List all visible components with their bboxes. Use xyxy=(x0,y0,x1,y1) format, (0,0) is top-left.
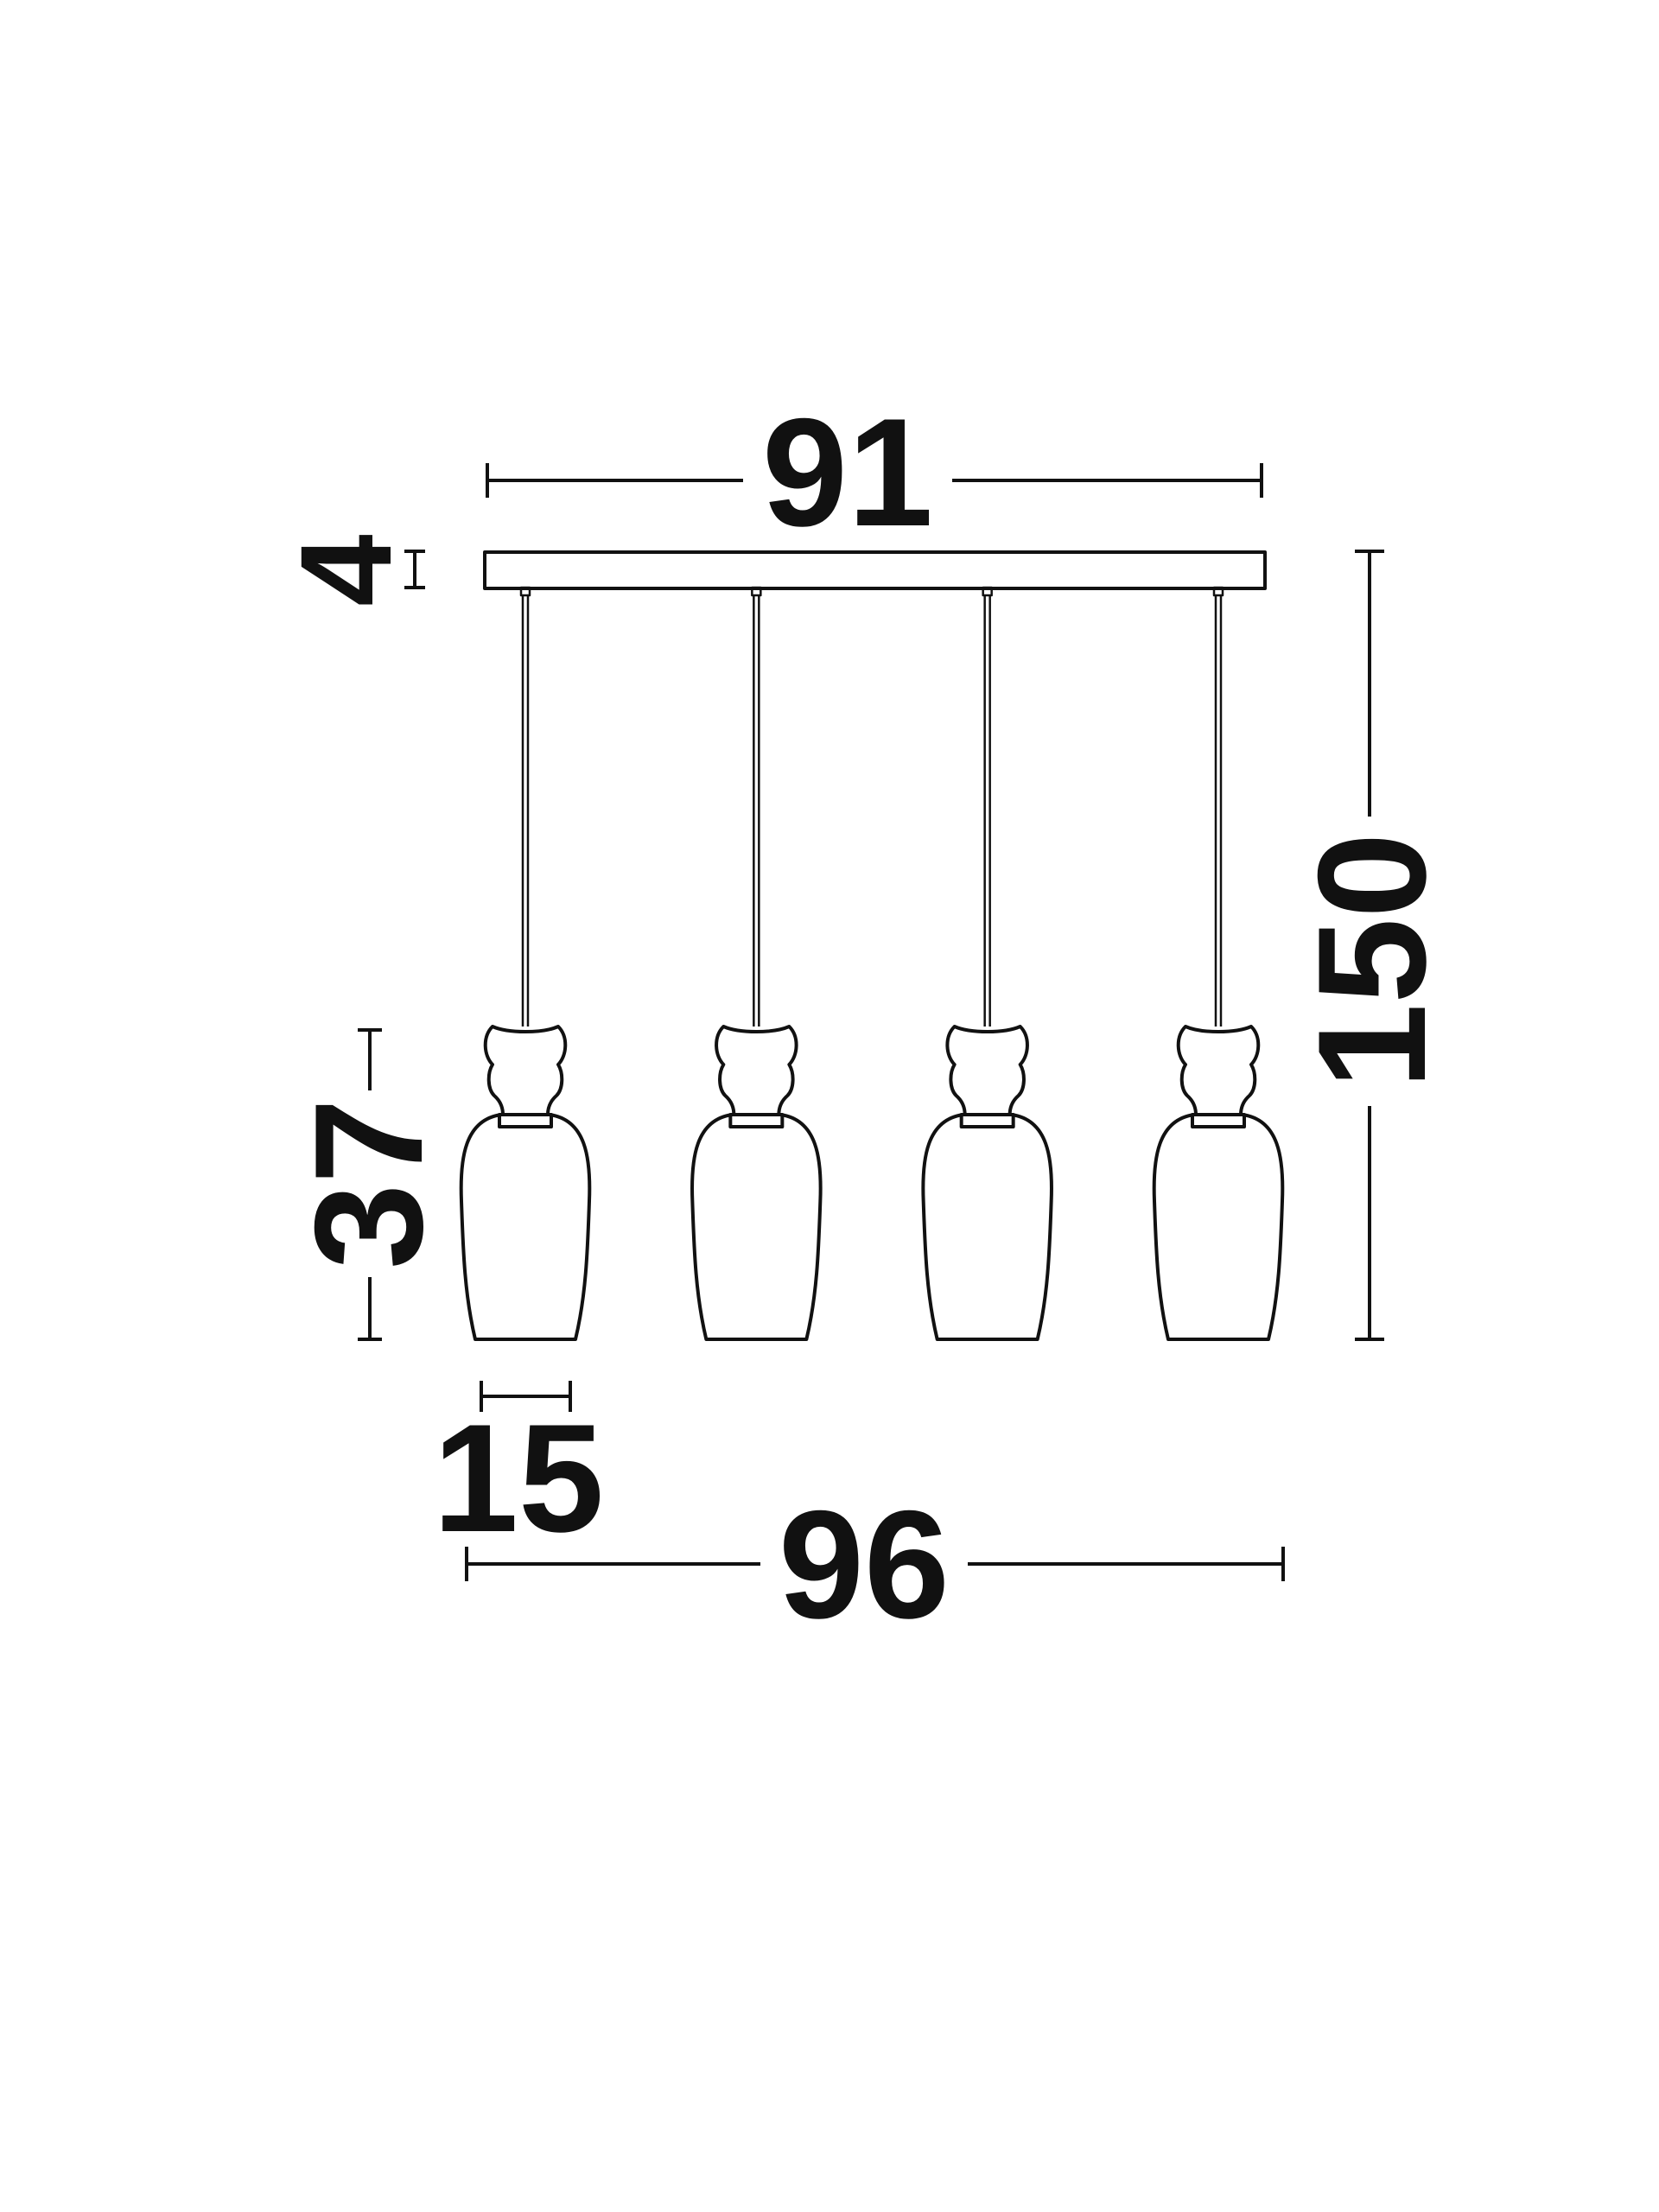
dimension-canopy-height: 4 xyxy=(273,534,425,607)
shade-collar xyxy=(728,1113,785,1128)
glass-shade xyxy=(690,1113,823,1341)
glass-shade xyxy=(1152,1113,1285,1341)
cord-mount xyxy=(982,586,993,597)
canopy-outline xyxy=(483,550,1267,590)
dimension-canopy-length: 91 xyxy=(486,386,1263,558)
dimension-shade-height: 37 xyxy=(283,1028,454,1341)
shade-width-label: 15 xyxy=(433,1392,604,1564)
shade-holder xyxy=(1176,1025,1261,1116)
dimension-shade-width: 15 xyxy=(433,1381,604,1564)
shade-collar xyxy=(498,1113,553,1128)
glass-shade xyxy=(921,1113,1053,1341)
canopy-length-label: 91 xyxy=(762,386,933,558)
shade-collar xyxy=(1191,1113,1246,1128)
overall-width-label: 96 xyxy=(779,1478,950,1650)
shade-holder xyxy=(483,1025,568,1116)
pendant-3 xyxy=(921,586,1053,1341)
shade-holder xyxy=(945,1025,1029,1116)
shade-height-label: 37 xyxy=(283,1098,454,1269)
cord-mount xyxy=(1212,586,1224,597)
glass-shade xyxy=(459,1113,592,1341)
pendants xyxy=(459,586,1285,1341)
pendant-1 xyxy=(459,586,592,1341)
pendant-4 xyxy=(1152,586,1285,1341)
canopy-bar xyxy=(483,550,1267,590)
shade-holder xyxy=(715,1025,798,1116)
dimension-overall-width: 96 xyxy=(465,1478,1285,1650)
pendant-2 xyxy=(690,586,823,1341)
cord-mount xyxy=(519,586,531,597)
canopy-height-label: 4 xyxy=(273,534,418,606)
dimension-overall-height: 150 xyxy=(1286,550,1458,1341)
overall-height-label: 150 xyxy=(1286,833,1458,1090)
cord-mount xyxy=(751,586,762,597)
shade-collar xyxy=(959,1113,1015,1128)
